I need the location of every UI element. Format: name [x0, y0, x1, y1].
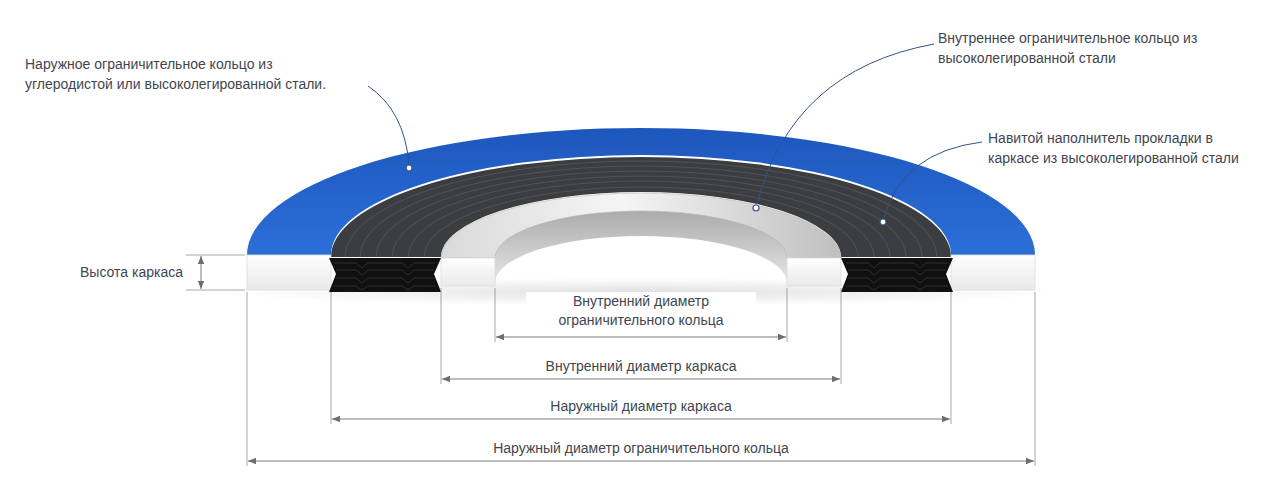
- leader-dots: [406, 165, 886, 225]
- inner-ring-top: [441, 193, 841, 258]
- callout-label: Навитой наполнитель прокладки в каркасе …: [988, 128, 1258, 168]
- inner-ring-face: [441, 258, 495, 286]
- dimension-label: Наружный диаметр ограничительного кольца: [451, 439, 831, 458]
- dimension-label: Наружный диаметр каркаса: [521, 397, 761, 416]
- dimension-label: Высота каркаса: [80, 262, 183, 282]
- dimension-label: Внутренний диаметр ограничительного коль…: [526, 292, 756, 330]
- dimension-label: Внутренний диаметр каркаса: [521, 357, 761, 376]
- leader-lines: [368, 44, 982, 218]
- callout-label: Наружное ограничительное кольцо из углер…: [25, 54, 360, 94]
- callout-label: Внутреннее ограничительное кольцо из выс…: [938, 28, 1248, 68]
- filler-top: [331, 157, 951, 257]
- outer-ring-face: [951, 255, 1035, 290]
- extension-lines: [186, 255, 1035, 466]
- filler-face: [329, 258, 441, 292]
- outer-ring-face: [247, 255, 331, 290]
- filler-windings: [345, 161, 937, 257]
- dimension-lines: [201, 256, 1034, 461]
- inner-ring-face: [787, 258, 841, 286]
- filler-face: [841, 258, 953, 292]
